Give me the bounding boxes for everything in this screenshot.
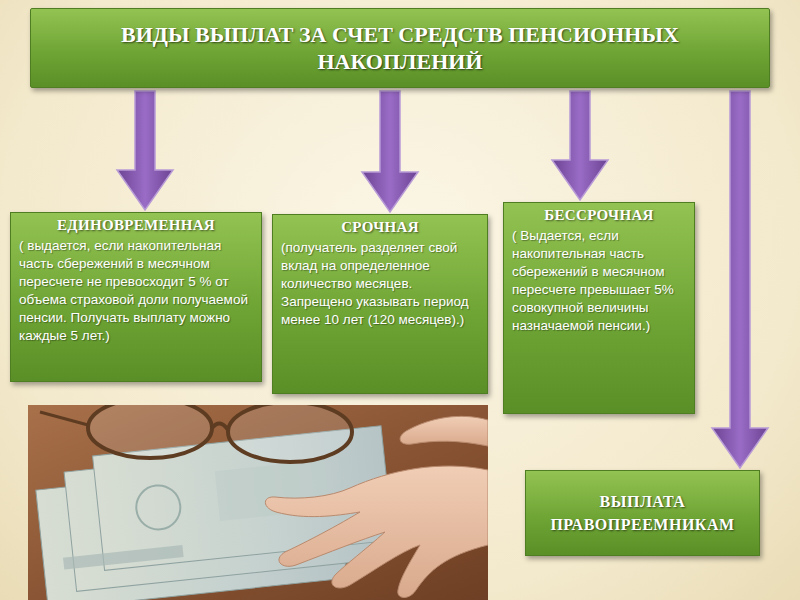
glasses-lens	[88, 405, 212, 458]
payout-box: СРОЧНАЯ (получатель разделяет свой вклад …	[272, 214, 488, 394]
box-heading: СРОЧНАЯ	[281, 218, 479, 236]
box-body: ( Выдается, если накопительная часть сбе…	[512, 227, 686, 335]
glasses-arm	[40, 412, 88, 425]
glasses-bridge	[212, 423, 228, 430]
connector-arrow	[117, 91, 173, 210]
title-band: ВИДЫ ВЫПЛАТ ЗА СЧЕТ СРЕДСТВ ПЕНСИОННЫХ Н…	[30, 8, 770, 88]
banknote-pattern	[63, 545, 184, 569]
payout-box: ВЫПЛАТА ПРАВОПРЕЕМНИКАМ	[525, 470, 760, 556]
connector-arrow	[362, 91, 418, 212]
hands	[265, 416, 488, 597]
banknote-pattern	[134, 483, 182, 531]
box-body: ( выдается, если накопительная часть сбе…	[19, 237, 253, 345]
photo-scene	[28, 405, 488, 600]
box-heading: БЕССРОЧНАЯ	[512, 206, 686, 224]
box-heading: ЕДИНОВРЕМЕННАЯ	[19, 216, 253, 234]
connector-arrow	[552, 91, 608, 200]
glasses	[40, 405, 352, 462]
box-heading: ВЫПЛАТА ПРАВОПРЕЕМНИКАМ	[536, 490, 749, 536]
hand	[400, 416, 488, 446]
title-text: ВИДЫ ВЫПЛАТ ЗА СЧЕТ СРЕДСТВ ПЕНСИОННЫХ Н…	[41, 21, 759, 76]
payout-box: ЕДИНОВРЕМЕННАЯ ( выдается, если накопител…	[10, 212, 262, 382]
hand	[265, 466, 488, 597]
glasses-lens	[228, 405, 352, 462]
payout-box: БЕССРОЧНАЯ ( Выдается, если накопительная…	[503, 202, 695, 414]
connector-arrow	[712, 91, 768, 468]
box-body: (получатель разделяет свой вклад на опре…	[281, 239, 479, 329]
